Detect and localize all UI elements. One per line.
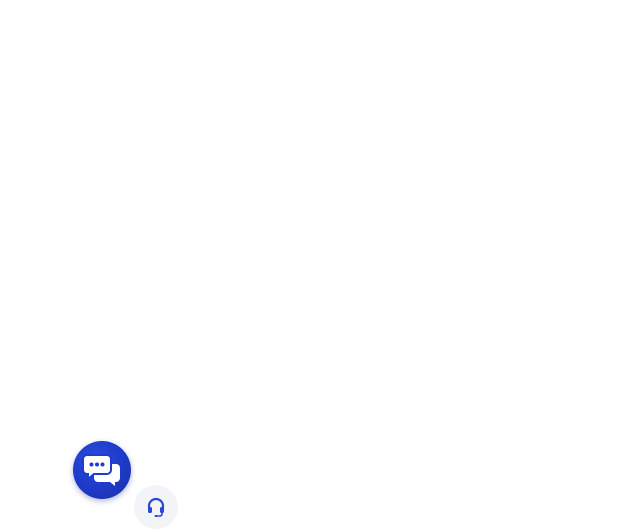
headset-icon — [145, 496, 167, 518]
support-headset-button[interactable] — [134, 485, 178, 529]
chat-launcher-button[interactable] — [73, 441, 131, 499]
chat-bubbles-icon — [82, 453, 122, 487]
